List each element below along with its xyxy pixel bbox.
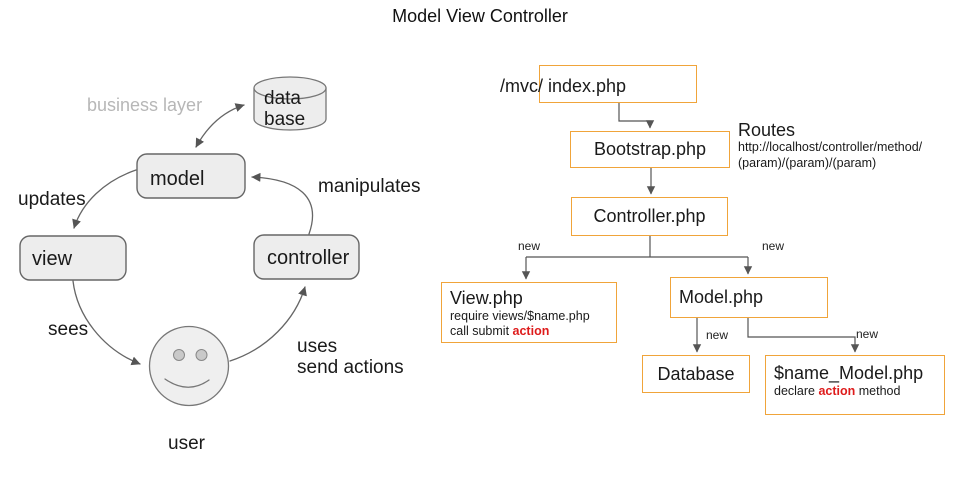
uses-label: uses [297, 336, 337, 357]
view-php-title: View.php [450, 288, 523, 308]
business-layer-label: business layer [87, 95, 202, 115]
routes-url-line2: (param)/(param)/(param) [738, 155, 877, 170]
uses-arrow [229, 286, 307, 362]
sees-arrow [72, 280, 141, 366]
index-php-box [539, 65, 697, 103]
view-php-require-line: require views/$name.php [450, 309, 590, 323]
bootstrap-php-box: Bootstrap.php [570, 131, 730, 168]
name-model-php-title: $name_Model.php [774, 363, 924, 383]
model-label: model [150, 168, 204, 190]
database-box: Database [642, 355, 750, 393]
controller-branch-line [526, 236, 748, 258]
model-to-name-model-arrow [747, 318, 860, 353]
model-node [136, 153, 246, 199]
bootstrap-php-label: Bootstrap.php [593, 139, 707, 159]
new-label-model: new [762, 239, 785, 253]
view-php-call-line: call submit action [450, 324, 608, 339]
updates-label: updates [18, 189, 86, 210]
new-label-view: new [518, 239, 541, 253]
database-cylinder-body [253, 87, 327, 131]
routes-note: Routes http://localhost/controller/metho… [738, 120, 922, 171]
controller-php-label: Controller.php [593, 206, 706, 226]
mvc-cycle-diagram: business layer data base model view cont… [18, 76, 420, 454]
name-model-declare-prefix: declare [774, 384, 819, 398]
routes-url-line1: http://localhost/controller/method/ [738, 140, 923, 154]
name-model-declare-suffix: method [855, 384, 901, 398]
database-label: Database [657, 363, 735, 384]
user-right-eye-icon [195, 349, 208, 361]
controller-node [253, 234, 360, 280]
database-label-line2: base [264, 109, 305, 130]
view-label: view [32, 248, 73, 270]
name-model-php-box: $name_Model.php declare action method [765, 355, 945, 415]
model-database-arrow [195, 103, 245, 148]
index-to-bootstrap-arrow [618, 103, 655, 129]
user-label: user [168, 433, 206, 454]
manipulates-label: manipulates [318, 176, 420, 197]
view-php-action-highlight: action [512, 324, 550, 338]
controller-label: controller [267, 247, 350, 269]
manipulates-arrow [251, 172, 314, 235]
sees-label: sees [48, 319, 88, 340]
user-smile-icon [164, 378, 210, 388]
user-face-icon [148, 325, 230, 407]
database-cylinder-top [253, 76, 327, 100]
controller-php-box: Controller.php [571, 197, 728, 236]
user-left-eye-icon [173, 349, 185, 361]
model-php-box: Model.php [670, 277, 828, 318]
new-label-database: new [706, 328, 729, 342]
name-model-action-highlight: action [818, 384, 856, 398]
flowchart-connectors [521, 103, 860, 353]
name-model-declare-line: declare action method [774, 384, 936, 399]
model-php-label: Model.php [679, 287, 764, 307]
routes-title: Routes [738, 120, 796, 140]
database-label-line1: data [264, 88, 301, 109]
view-php-call-prefix: call submit [450, 324, 513, 338]
send-actions-label: send actions [297, 357, 404, 378]
updates-arrow [72, 169, 137, 229]
view-node [19, 235, 127, 281]
index-php-label: /mvc/ index.php [500, 76, 627, 96]
view-php-box: View.php require views/$name.php call su… [441, 282, 617, 343]
new-label-name-model: new [856, 327, 879, 341]
page-title: Model View Controller [392, 6, 568, 26]
